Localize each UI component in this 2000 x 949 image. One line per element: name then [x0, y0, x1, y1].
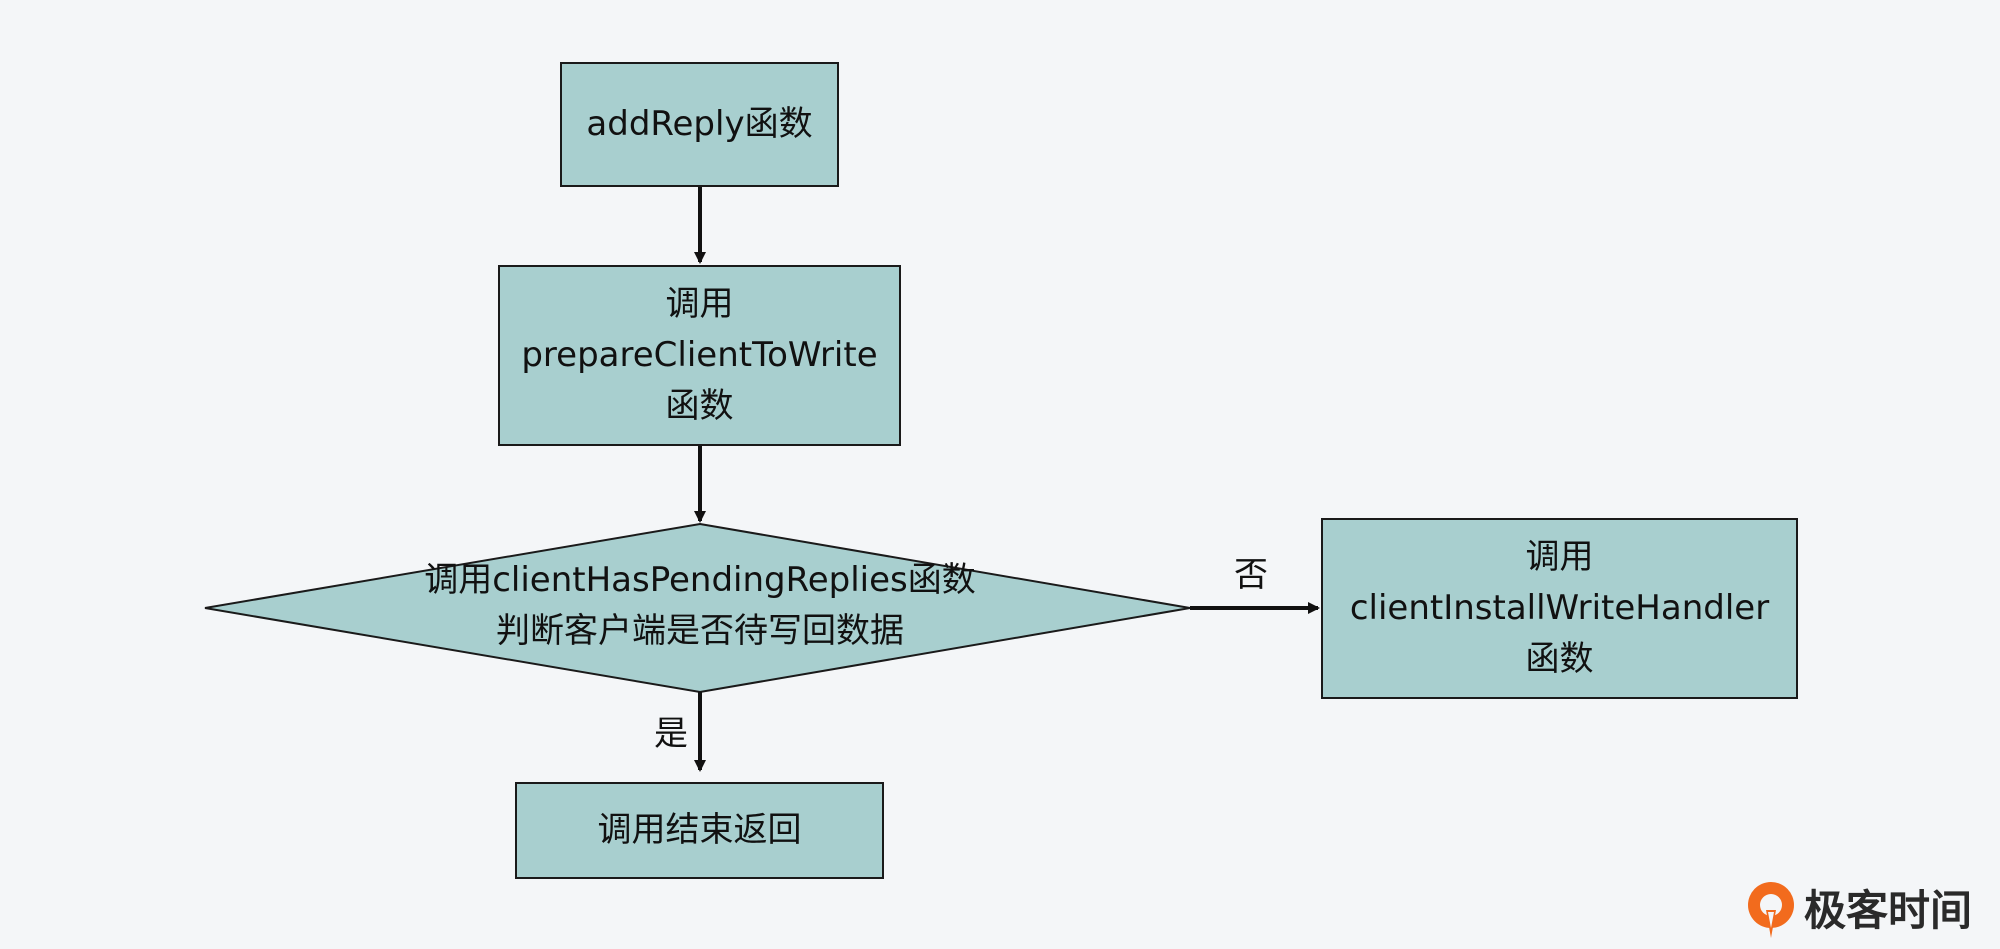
node-install-line-2: clientInstallWriteHandler [1349, 588, 1770, 628]
decision-line-1: 调用clientHasPendingReplies函数 [424, 560, 976, 600]
geektime-logo-icon [1748, 882, 1794, 938]
node-addreply-label: addReply函数 [586, 104, 813, 144]
brand-text: 极客时间 [1804, 886, 1973, 935]
edge-label-no: 否 [1234, 555, 1268, 595]
decision-line-2: 判断客户端是否待写回数据 [496, 611, 904, 651]
node-prepare-line-2: prepareClientToWrite [521, 335, 878, 375]
node-client-install-write-handler: 调用 clientInstallWriteHandler 函数 [1321, 518, 1798, 699]
node-end-label: 调用结束返回 [597, 810, 802, 850]
node-install-line-3: 函数 [1525, 639, 1594, 679]
edge-label-yes: 是 [654, 714, 688, 754]
node-prepare-line-1: 调用 [665, 284, 734, 324]
decision-label: 调用clientHasPendingReplies函数 判断客户端是否待写回数据 [300, 555, 1100, 657]
node-prepare-line-3: 函数 [665, 386, 734, 426]
brand-logo: 极客时间 [1744, 880, 1972, 942]
node-addreply-function: addReply函数 [560, 62, 839, 187]
node-prepare-client-to-write: 调用 prepareClientToWrite 函数 [498, 265, 901, 446]
node-end-return: 调用结束返回 [515, 782, 884, 879]
node-install-line-1: 调用 [1525, 537, 1594, 577]
